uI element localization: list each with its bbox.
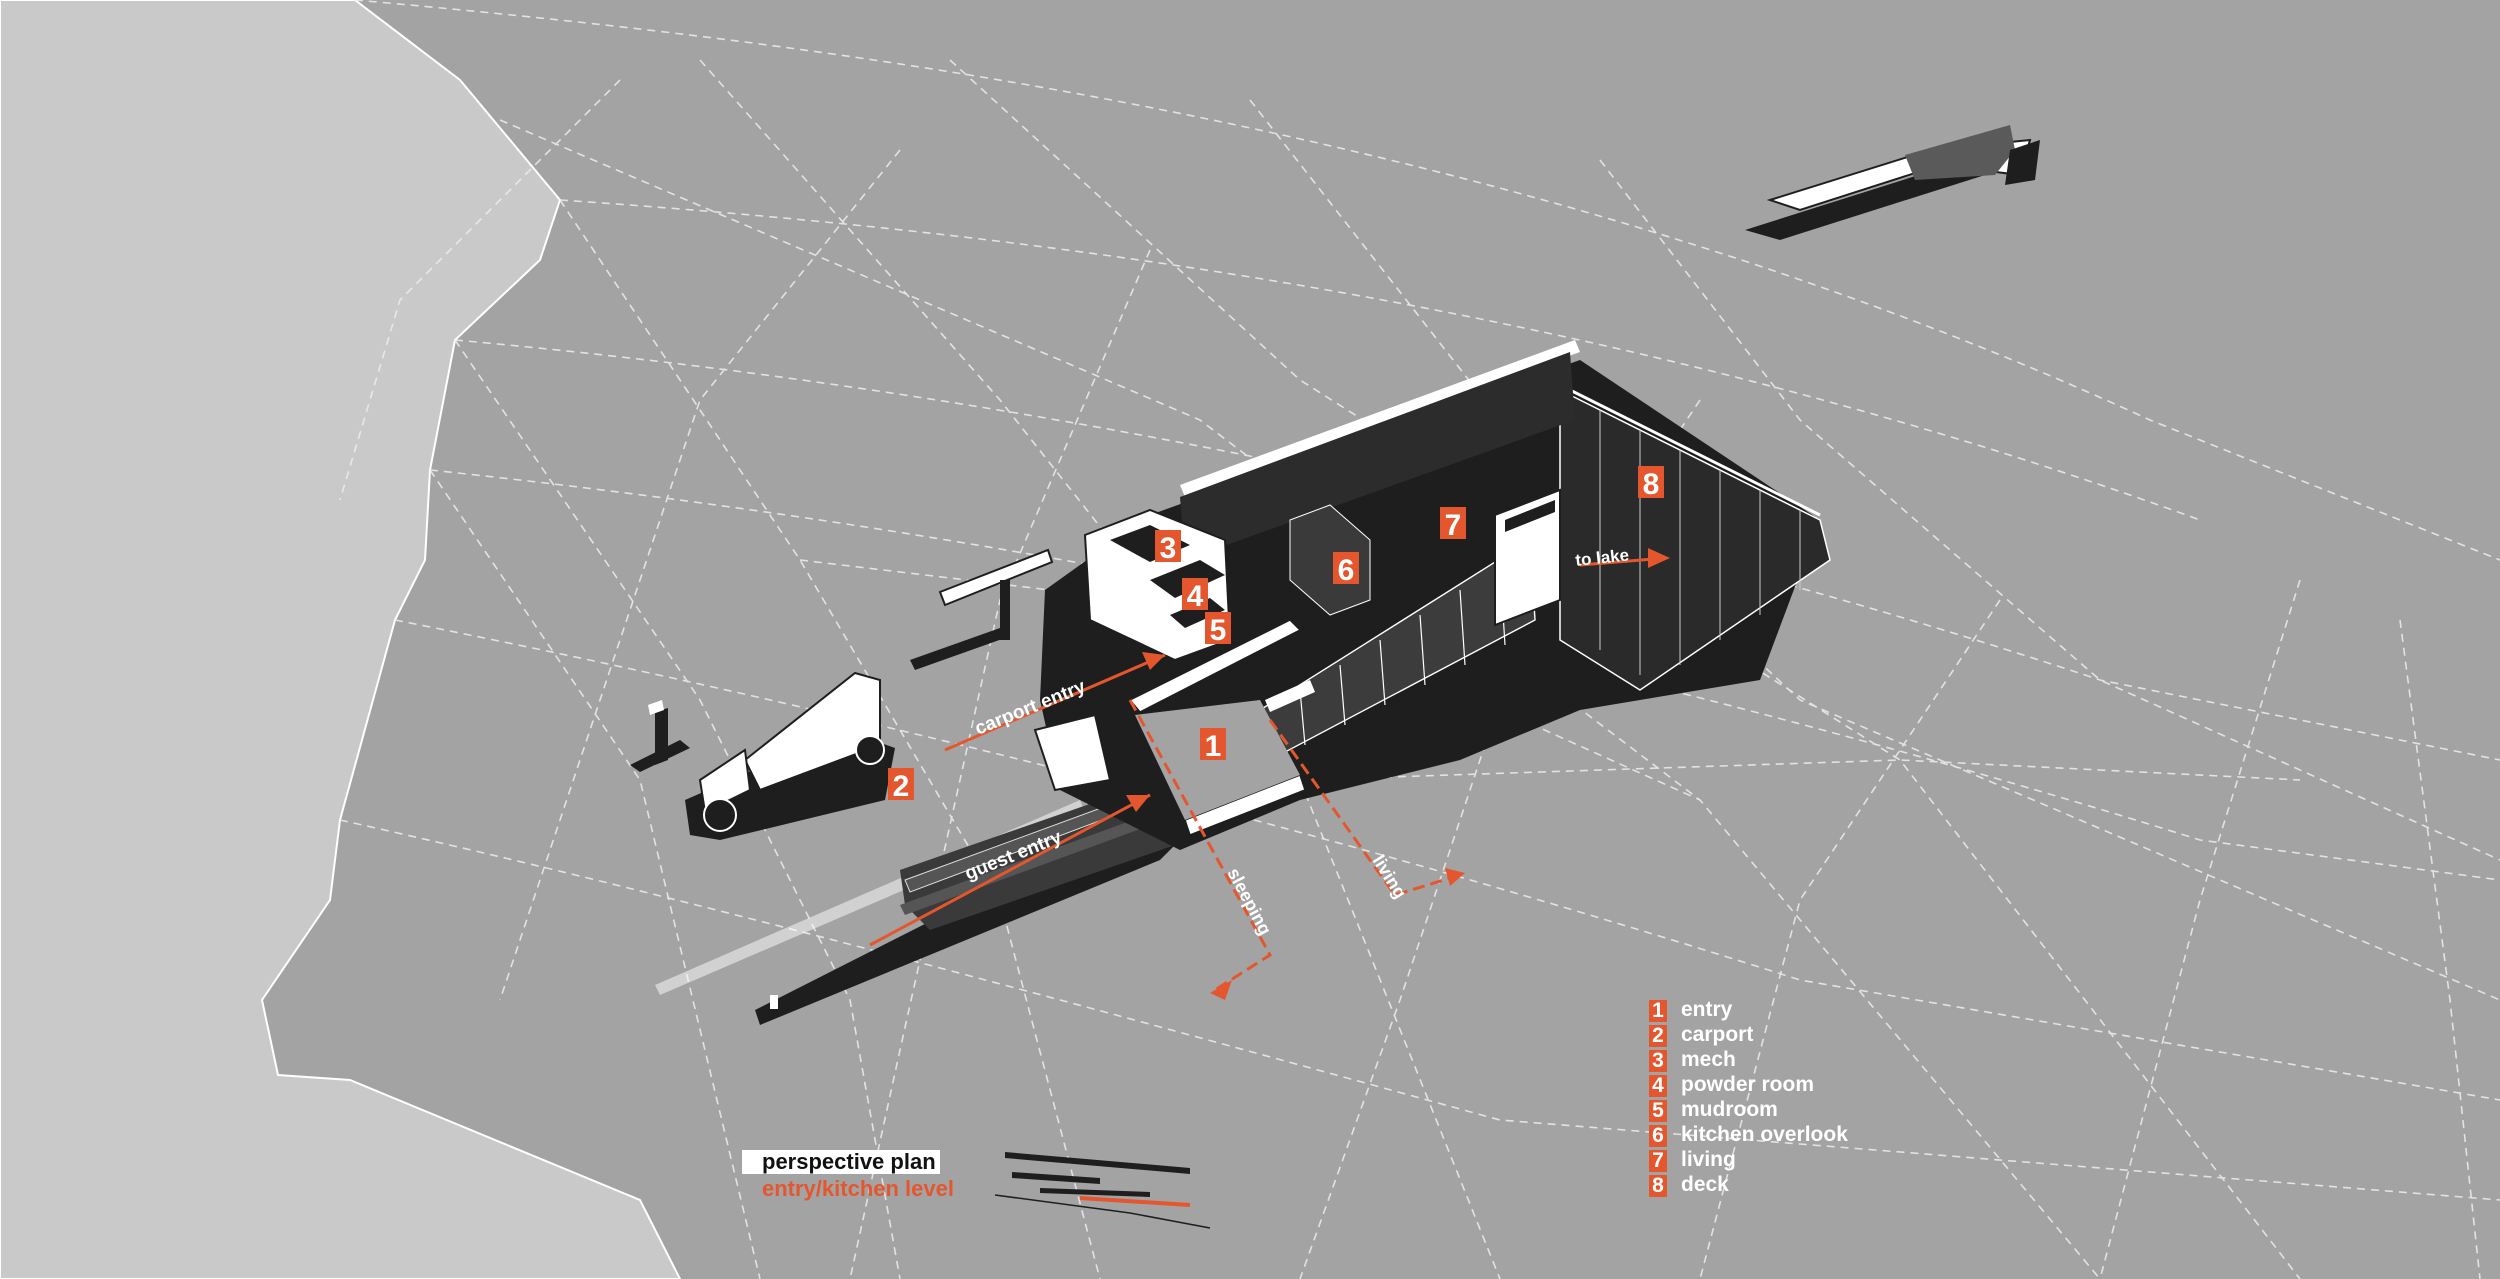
- svg-text:4: 4: [1187, 580, 1204, 613]
- circulation-arrows: [869, 556, 1666, 992]
- guest-entry-arrow: [869, 793, 1151, 947]
- room-badge-4: 4: [1182, 578, 1208, 613]
- room-badge-2: 2: [888, 768, 914, 803]
- svg-text:1: 1: [1205, 730, 1222, 763]
- legend-label: mech: [1681, 1048, 1736, 1071]
- legend-number: 5: [1649, 1100, 1667, 1122]
- legend-number: 2: [1649, 1025, 1667, 1047]
- plan-subtitle: entry/kitchen level: [762, 1176, 954, 1201]
- legend-number: 4: [1649, 1075, 1667, 1097]
- label-sleeping: sleeping: [1223, 864, 1275, 938]
- carport-canopy: [630, 548, 1054, 772]
- legend-label: entry: [1681, 998, 1733, 1021]
- section-key-diagram: [994, 1152, 1211, 1229]
- dock: [1745, 125, 2040, 240]
- label-living: living: [1369, 852, 1411, 902]
- svg-text:5: 5: [1210, 614, 1227, 647]
- legend-number: 6: [1649, 1125, 1667, 1147]
- plan-title: perspective plan: [742, 1150, 940, 1174]
- svg-text:2: 2: [893, 770, 910, 803]
- svg-text:3: 3: [1160, 532, 1177, 565]
- carport-entry-arrow: [944, 653, 1166, 752]
- legend-label: carport: [1681, 1023, 1754, 1046]
- svg-text:8: 8: [1643, 468, 1660, 501]
- sleeping-arrow: [1128, 699, 1272, 992]
- legend-label: deck: [1681, 1173, 1729, 1196]
- shoreline-land: [0, 0, 682, 1279]
- guest-entry-ramp: [655, 789, 1180, 1025]
- house: [1033, 340, 1831, 850]
- room-badge-7: 7: [1440, 507, 1466, 542]
- room-badge-1: 1: [1200, 728, 1226, 763]
- legend-label: kitchen overlook: [1681, 1123, 1848, 1146]
- legend-number: 8: [1649, 1175, 1667, 1197]
- car: [685, 671, 895, 840]
- room-badge-6: 6: [1333, 552, 1359, 587]
- svg-text:7: 7: [1445, 509, 1462, 542]
- legend-number: 1: [1649, 1000, 1667, 1022]
- living-arrow: [1268, 719, 1461, 897]
- svg-text:6: 6: [1338, 554, 1355, 587]
- room-badges: 1 2 3 4 5 6 7 8: [888, 466, 1664, 803]
- room-badge-8: 8: [1638, 466, 1664, 501]
- legend-number: 3: [1649, 1050, 1667, 1072]
- legend-label: mudroom: [1681, 1098, 1778, 1121]
- legend-label: living: [1681, 1148, 1736, 1171]
- legend-label: powder room: [1681, 1073, 1815, 1096]
- legend-number: 7: [1649, 1150, 1667, 1172]
- room-badge-3: 3: [1155, 530, 1181, 565]
- room-badge-5: 5: [1205, 612, 1231, 647]
- arrowheads: [1126, 548, 1670, 1000]
